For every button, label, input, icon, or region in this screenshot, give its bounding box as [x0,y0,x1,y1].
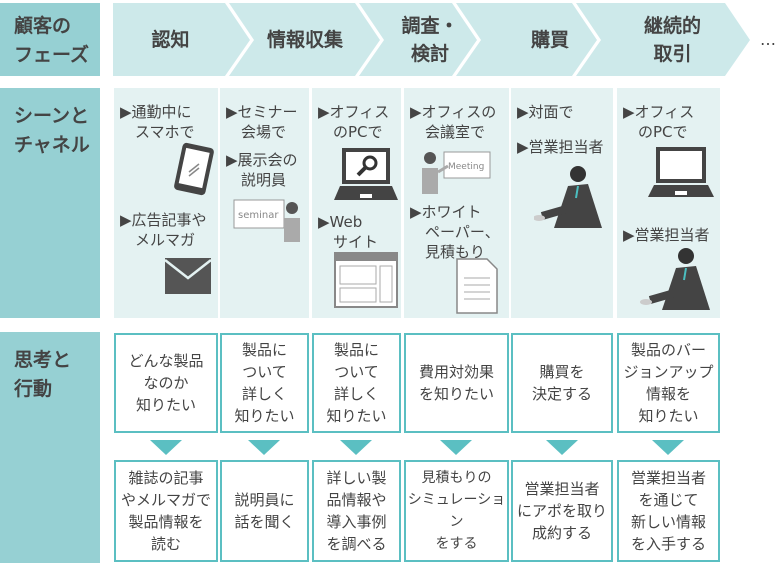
row-label-thought: 思考と 行動 [0,332,100,563]
laptop-icon [648,147,714,197]
chevron-purchase [456,3,597,76]
thought-box: 製品に ついて 詳しく 知りたい [312,333,401,433]
action-box: 営業担当者 にアポを取り 成約する [511,460,613,562]
chevron-awareness [113,3,250,76]
tablet-icon [174,142,214,196]
action-box: 営業担当者 を通じて 新しい情報 を入手する [617,460,720,562]
action-box: 雑誌の記事 やメルマガで 製品情報を 読む [114,460,218,562]
phase-research: 調査・ 検討 [401,15,459,65]
scene-item: ▶通勤中に スマホで [120,103,195,141]
scene-item: ▶展示会の 説明員 [226,151,298,189]
scene-item: ▶ホワイト ペーパー、 見積もり [410,203,500,261]
chevron-research [359,3,477,76]
thought-box: 製品に ついて 詳しく 知りたい [220,333,309,433]
thought-box: 製品のバー ジョンアップ 情報を 知りたい [617,333,720,433]
chevron-info [229,3,380,76]
scene-item: ▶営業担当者 [517,138,604,156]
phase-purchase: 購買 [530,29,569,51]
down-arrow-icon [546,440,578,455]
scene-item: ▶Web サイト [318,213,379,251]
scene-item: ▶対面で [517,103,574,121]
scene-item: ▶広告記事や メルマガ [120,211,207,249]
meeting-board-text: Meeting [448,162,484,172]
thought-box: 購買を 決定する [511,333,613,433]
document-icon [456,258,498,314]
laptop-search-icon [334,148,398,200]
envelope-icon [165,258,211,294]
thought-box: 費用対効果 を知りたい [404,333,509,433]
action-box: 説明員に 話を聞く [220,460,309,562]
seminar-board-text: seminar [238,210,279,221]
thought-box: どんな製品 なのか 知りたい [114,333,218,433]
action-box: 見積もりの シミュレーション をする [404,460,509,562]
scene-col-5 [511,88,613,318]
scene-item: ▶セミナー 会場で [226,103,298,141]
action-box: 詳しい製 品情報や 導入事例 を調べる [312,460,401,562]
scene-item: ▶オフィス のPCで [318,103,390,141]
phase-continuing: 継続的 取引 [643,15,701,65]
meeting-presenter-icon: Meeting [422,151,491,194]
down-arrow-icon [340,440,372,455]
phase-awareness: 認知 [151,29,190,51]
ellipsis: … [760,30,776,49]
down-arrow-icon [440,440,472,455]
down-arrow-icon [248,440,280,455]
chevron-continuing [576,3,750,76]
scene-item: ▶オフィスの 会議室で [410,103,497,141]
browser-window-icon [334,252,398,308]
down-arrow-icon [652,440,684,455]
phase-info-gathering: 情報収集 [266,29,343,51]
salesperson-icon [640,248,710,310]
phase-chevrons [113,3,750,76]
salesperson-icon [534,166,602,228]
scene-col-6 [617,88,720,318]
scene-item: ▶オフィス のPCで [623,103,695,141]
row-label-phase: 顧客の フェーズ [0,3,100,76]
seminar-presenter-icon: seminar [233,199,300,242]
down-arrow-icon [150,440,182,455]
scene-item: ▶営業担当者 [623,226,710,244]
row-label-scene: シーンと チャネル [0,88,100,318]
